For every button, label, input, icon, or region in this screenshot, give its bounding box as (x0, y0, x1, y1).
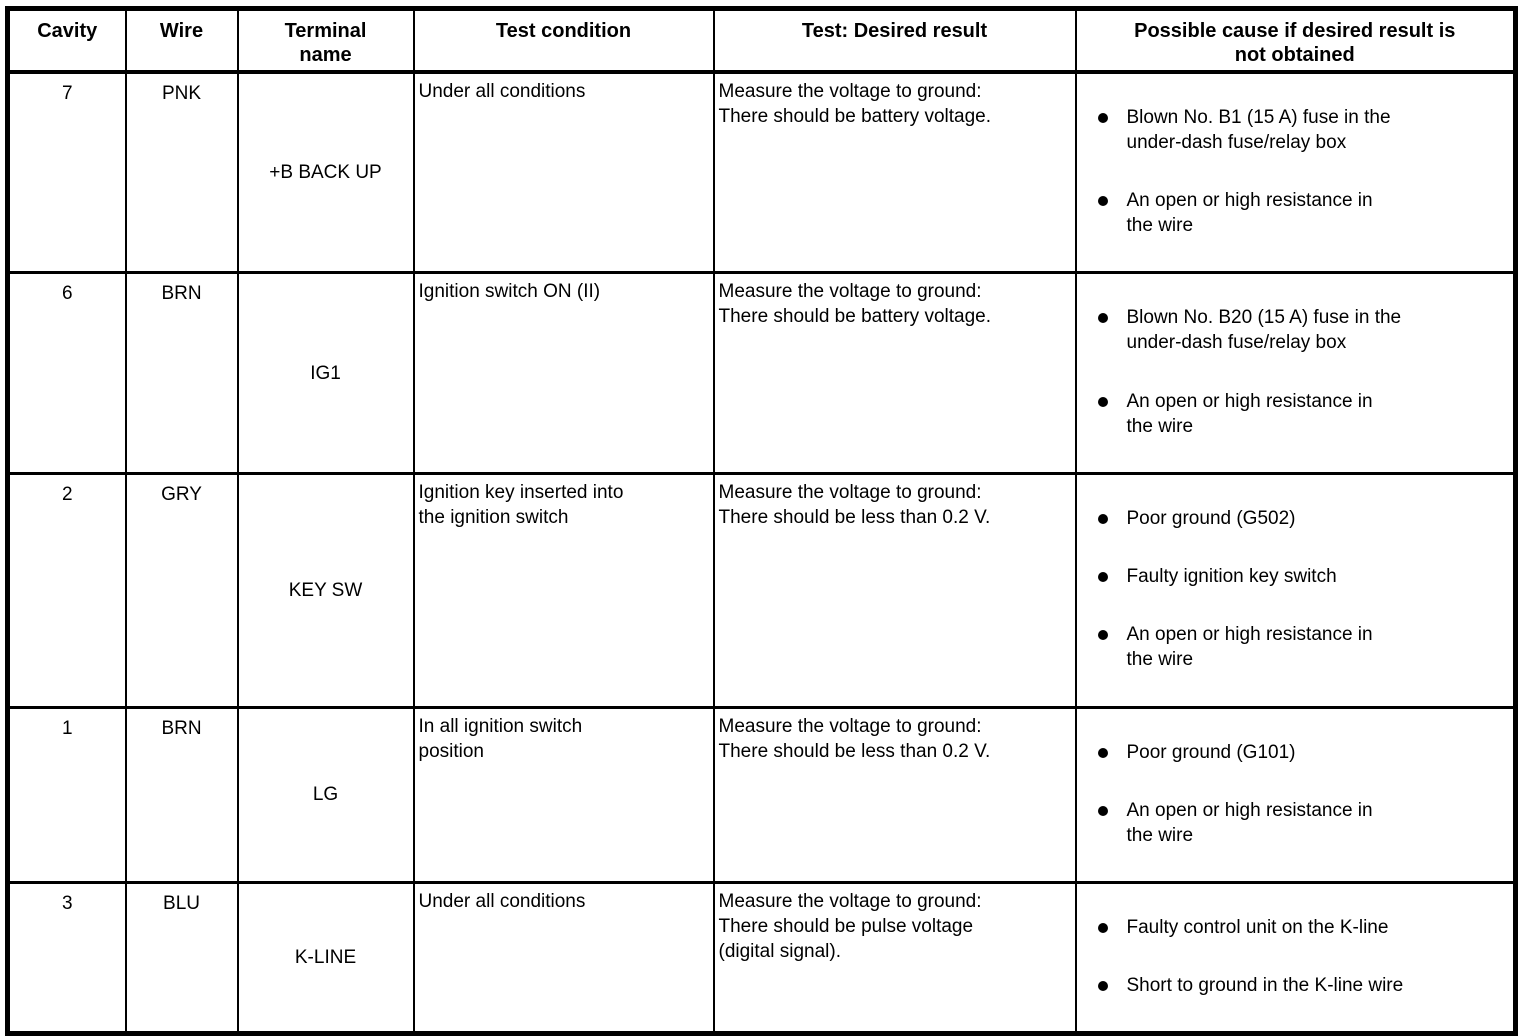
cell-desired-result: Measure the voltage to ground: There sho… (712, 880, 1077, 1035)
cause-item: Blown No. B1 (15 A) fuse in the under-da… (1078, 105, 1512, 155)
cause-text: An open or high resistance in the wire (1126, 799, 1373, 846)
cell-wire: BRN (124, 705, 239, 884)
cause-item: An open or high resistance in the wire (1078, 622, 1512, 672)
cell-cavity: 3 (6, 880, 127, 1035)
cause-text: Blown No. B20 (15 A) fuse in the under-d… (1126, 307, 1402, 354)
cell-terminal-name: KEY SW (236, 471, 415, 708)
cell-terminal-name: LG (236, 705, 415, 884)
header-desired-result: Test: Desired result (712, 7, 1077, 74)
cell-test-condition: In all ignition switch position (412, 705, 715, 884)
header-test-condition: Test condition (412, 7, 715, 74)
bullet-icon (1097, 572, 1108, 583)
cell-desired-result: Measure the voltage to ground: There sho… (712, 70, 1077, 274)
cause-item: Faulty control unit on the K-line (1078, 915, 1512, 940)
cell-wire: BRN (124, 271, 239, 475)
cell-test-condition: Under all conditions (412, 880, 715, 1035)
terminal-test-table: Cavity Wire Terminal name Test condition… (5, 6, 1518, 1036)
table-row: 3 BLU K-LINE Under all conditions Measur… (6, 880, 1517, 1035)
bullet-icon (1097, 630, 1108, 641)
cell-test-condition: Under all conditions (412, 70, 715, 274)
cell-terminal-name: +B BACK UP (236, 70, 415, 274)
cell-test-condition: Ignition switch ON (II) (412, 271, 715, 475)
bullet-icon (1097, 196, 1108, 207)
header-possible-cause: Possible cause if desired result is not … (1074, 7, 1517, 74)
cell-possible-cause: Poor ground (G502) Faulty ignition key s… (1074, 471, 1517, 708)
bullet-icon (1097, 923, 1108, 934)
cell-wire: BLU (124, 880, 239, 1035)
cell-cavity: 6 (6, 271, 127, 475)
cell-possible-cause: Faulty control unit on the K-line Short … (1074, 880, 1517, 1035)
header-row: Cavity Wire Terminal name Test condition… (6, 7, 1517, 74)
header-terminal-name: Terminal name (236, 7, 415, 74)
table-row: 1 BRN LG In all ignition switch position… (6, 705, 1517, 884)
cell-terminal-name: K-LINE (236, 880, 415, 1035)
cause-text: An open or high resistance in the wire (1126, 190, 1373, 237)
table-row: 2 GRY KEY SW Ignition key inserted into … (6, 471, 1517, 708)
cell-cavity: 1 (6, 705, 127, 884)
table-row: 6 BRN IG1 Ignition switch ON (II) Measur… (6, 271, 1517, 475)
cause-text: Blown No. B1 (15 A) fuse in the under-da… (1126, 106, 1391, 153)
cell-possible-cause: Blown No. B1 (15 A) fuse in the under-da… (1074, 70, 1517, 274)
bullet-icon (1097, 513, 1108, 524)
table-row: 7 PNK +B BACK UP Under all conditions Me… (6, 70, 1517, 274)
bullet-icon (1097, 313, 1108, 324)
bullet-icon (1097, 747, 1108, 758)
cell-possible-cause: Blown No. B20 (15 A) fuse in the under-d… (1074, 271, 1517, 475)
cause-item: Blown No. B20 (15 A) fuse in the under-d… (1078, 305, 1512, 355)
cell-desired-result: Measure the voltage to ground: There sho… (712, 471, 1077, 708)
cell-terminal-name: IG1 (236, 271, 415, 475)
cause-text: Faulty ignition key switch (1126, 566, 1337, 588)
cause-item: Poor ground (G502) (1078, 506, 1512, 531)
cause-item: Short to ground in the K-line wire (1078, 973, 1512, 998)
cause-text: An open or high resistance in the wire (1126, 390, 1373, 437)
cause-item: An open or high resistance in the wire (1078, 188, 1512, 238)
cell-desired-result: Measure the voltage to ground: There sho… (712, 271, 1077, 475)
cause-item: An open or high resistance in the wire (1078, 389, 1512, 439)
cause-item: Poor ground (G101) (1078, 740, 1512, 765)
cause-text: Poor ground (G502) (1126, 507, 1296, 529)
cause-text: An open or high resistance in the wire (1126, 624, 1373, 671)
cause-item: An open or high resistance in the wire (1078, 798, 1512, 848)
cell-cavity: 7 (6, 70, 127, 274)
cause-text: Poor ground (G101) (1126, 741, 1296, 763)
bullet-icon (1097, 396, 1108, 407)
cause-text: Short to ground in the K-line wire (1126, 975, 1404, 997)
header-wire: Wire (124, 7, 239, 74)
header-cavity: Cavity (6, 7, 127, 74)
bullet-icon (1097, 981, 1108, 992)
cause-item: Faulty ignition key switch (1078, 564, 1512, 589)
cell-test-condition: Ignition key inserted into the ignition … (412, 471, 715, 708)
cause-text: Faulty control unit on the K-line (1126, 917, 1389, 939)
cell-cavity: 2 (6, 471, 127, 708)
cell-desired-result: Measure the voltage to ground: There sho… (712, 705, 1077, 884)
cell-wire: PNK (124, 70, 239, 274)
bullet-icon (1097, 112, 1108, 123)
bullet-icon (1097, 805, 1108, 816)
cell-possible-cause: Poor ground (G101) An open or high resis… (1074, 705, 1517, 884)
cell-wire: GRY (124, 471, 239, 708)
